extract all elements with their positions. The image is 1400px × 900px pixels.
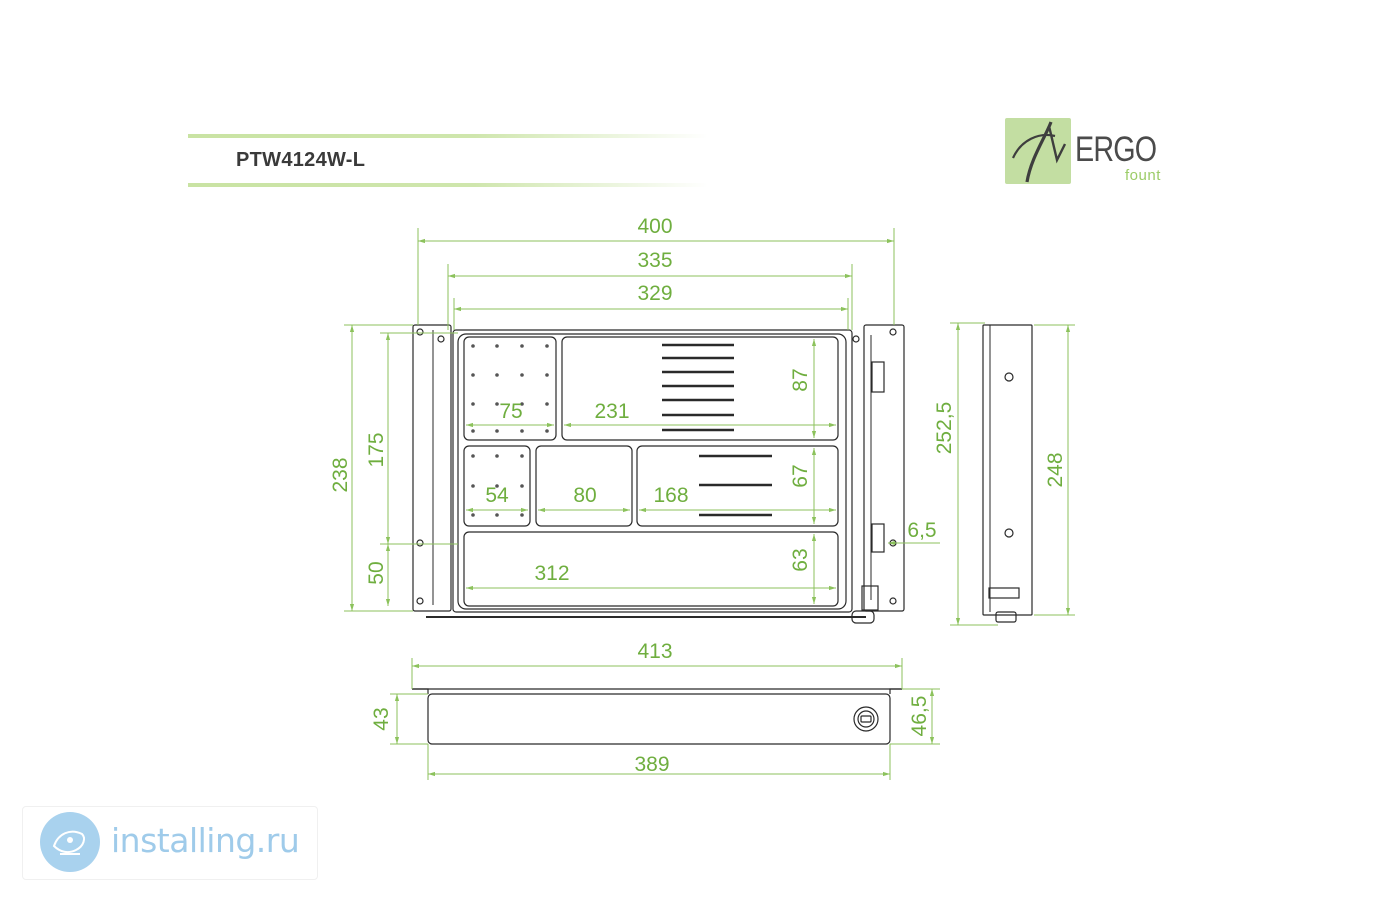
brand-logo: ERGO fount: [1005, 116, 1175, 196]
right-flange: [863, 324, 905, 612]
compartment-3: [463, 445, 531, 527]
dim-248: 248: [1044, 452, 1067, 487]
compartment-1: [463, 336, 557, 441]
dim-238: 238: [329, 457, 352, 492]
dim-63: 63: [789, 548, 812, 571]
front-body: [427, 693, 891, 745]
dim-252-5: 252,5: [933, 402, 956, 455]
side-view: [982, 324, 1033, 623]
tray-inner: [457, 333, 847, 610]
lock-icon: [853, 706, 879, 732]
dim-413: 413: [637, 640, 672, 663]
watermark: installing.ru: [22, 806, 318, 880]
logo-swoosh-icon: [1011, 121, 1067, 183]
dim-231: 231: [594, 400, 629, 423]
header-rule-bottom: [188, 183, 708, 187]
dim-75: 75: [499, 400, 522, 423]
compartment-6: [463, 531, 839, 607]
dimension-lines: [344, 228, 1075, 780]
side-body: [982, 324, 1033, 616]
logo-mark: [1005, 118, 1071, 184]
dim-50: 50: [365, 561, 388, 584]
watermark-text: installing.ru: [111, 821, 300, 860]
dim-46-5: 46,5: [908, 696, 931, 737]
compartment-5: [636, 445, 839, 527]
dim-312: 312: [534, 562, 569, 585]
header-rule-top: [188, 134, 708, 138]
left-flange: [412, 324, 452, 612]
logo-subword: fount: [1125, 167, 1161, 184]
dim-87: 87: [789, 368, 812, 391]
dim-43: 43: [370, 707, 393, 730]
watermark-logo-icon: [40, 812, 100, 872]
dim-175: 175: [365, 432, 388, 467]
dim-67: 67: [789, 464, 812, 487]
dim-400: 400: [637, 215, 672, 238]
dim-80: 80: [573, 484, 596, 507]
dim-335: 335: [637, 249, 672, 272]
compartment-4: [535, 445, 633, 527]
top-view: [412, 324, 905, 624]
model-title: PTW4124W-L: [236, 149, 366, 171]
dim-54: 54: [485, 484, 509, 507]
dimension-labels: 400 335 329 238 175 50 75 231 87 54 80 1…: [329, 215, 1067, 776]
tray-frame: [452, 329, 853, 613]
logo-word: ERGO: [1075, 130, 1157, 169]
dim-329: 329: [637, 282, 672, 305]
front-view: [412, 688, 902, 745]
dim-389: 389: [634, 753, 669, 776]
dim-168: 168: [653, 484, 688, 507]
compartment-2: [561, 336, 839, 441]
dim-6-5: 6,5: [907, 519, 936, 542]
